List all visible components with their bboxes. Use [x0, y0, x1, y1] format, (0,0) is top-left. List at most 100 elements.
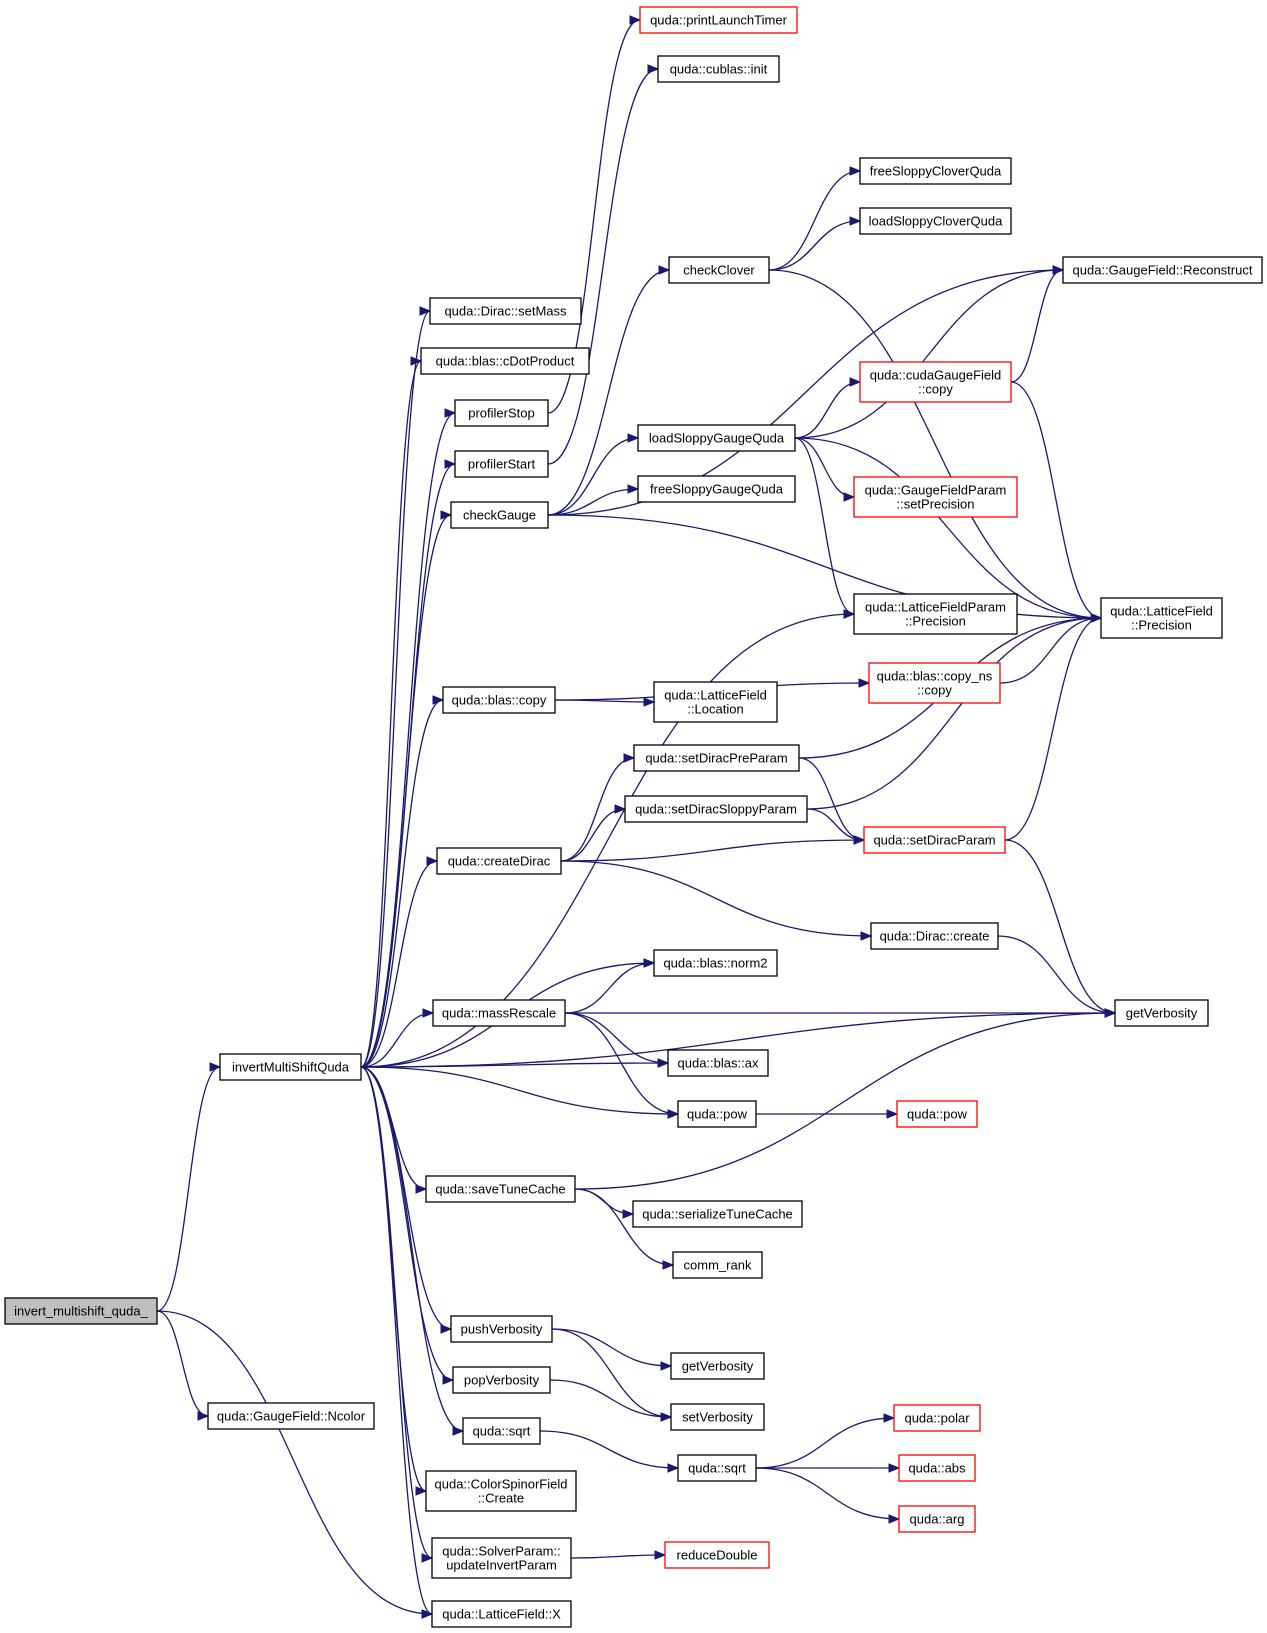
- node-box[interactable]: [431, 1600, 572, 1628]
- node-box[interactable]: [870, 922, 999, 950]
- node-setVerbosity[interactable]: setVerbosity: [670, 1403, 765, 1431]
- node-box[interactable]: [431, 1537, 572, 1579]
- node-csf_create[interactable]: quda::ColorSpinorField::Create: [425, 1470, 577, 1512]
- node-box[interactable]: [462, 1417, 541, 1445]
- node-box[interactable]: [1114, 999, 1209, 1027]
- node-box[interactable]: [653, 949, 778, 977]
- node-checkClover[interactable]: checkClover: [668, 256, 770, 284]
- node-box[interactable]: [452, 1366, 551, 1394]
- node-profilerStart[interactable]: profilerStart: [454, 450, 549, 478]
- node-quda_arg[interactable]: quda::arg: [898, 1505, 976, 1533]
- node-box[interactable]: [859, 207, 1012, 235]
- node-massRescale[interactable]: quda::massRescale: [432, 999, 566, 1027]
- node-freeSloppyClover[interactable]: freeSloppyCloverQuda: [859, 157, 1012, 185]
- node-box[interactable]: [450, 501, 549, 529]
- node-solver_update[interactable]: quda::SolverParam::updateInvertParam: [431, 1537, 572, 1579]
- node-quda_pow[interactable]: quda::pow: [677, 1100, 757, 1128]
- node-cudaGF_copy[interactable]: quda::cudaGaugeField::copy: [859, 361, 1012, 403]
- node-setDiracPreParam[interactable]: quda::setDiracPreParam: [633, 744, 800, 772]
- node-freeSloppyGauge[interactable]: freeSloppyGaugeQuda: [637, 475, 796, 503]
- node-box[interactable]: [1100, 597, 1223, 639]
- node-box[interactable]: [677, 1100, 757, 1128]
- node-box[interactable]: [859, 157, 1012, 185]
- node-box[interactable]: [859, 361, 1012, 403]
- node-box[interactable]: [633, 744, 800, 772]
- node-popVerbosity[interactable]: popVerbosity: [452, 1366, 551, 1394]
- node-box[interactable]: [653, 681, 778, 723]
- node-box[interactable]: [670, 1403, 765, 1431]
- node-box[interactable]: [436, 847, 562, 875]
- node-saveTuneCache[interactable]: quda::saveTuneCache: [425, 1175, 576, 1203]
- node-box[interactable]: [896, 1100, 978, 1128]
- node-invert_multishift[interactable]: invert_multishift_quda_: [4, 1297, 158, 1325]
- node-invertMultiShiftQuda[interactable]: invertMultiShiftQuda: [219, 1053, 362, 1081]
- node-box[interactable]: [1062, 256, 1263, 284]
- node-box[interactable]: [442, 686, 556, 714]
- node-gf_ncolor[interactable]: quda::GaugeField::Ncolor: [207, 1402, 375, 1430]
- node-quda_abs[interactable]: quda::abs: [898, 1454, 976, 1482]
- node-box[interactable]: [624, 795, 808, 823]
- node-createDirac[interactable]: quda::createDirac: [436, 847, 562, 875]
- node-box[interactable]: [664, 1541, 770, 1569]
- node-profilerStop[interactable]: profilerStop: [454, 399, 549, 427]
- node-setDiracParam[interactable]: quda::setDiracParam: [863, 826, 1006, 854]
- node-box[interactable]: [4, 1297, 158, 1325]
- node-quda_sqrt2[interactable]: quda::sqrt: [677, 1454, 757, 1482]
- node-box[interactable]: [677, 1454, 757, 1482]
- node-gfp_setPrecision[interactable]: quda::GaugeFieldParam::setPrecision: [853, 476, 1018, 518]
- node-blas_copy[interactable]: quda::blas::copy: [442, 686, 556, 714]
- node-box[interactable]: [863, 826, 1006, 854]
- node-reduceDouble[interactable]: reduceDouble: [664, 1541, 770, 1569]
- node-loadSloppyClover[interactable]: loadSloppyCloverQuda: [859, 207, 1012, 235]
- node-box[interactable]: [450, 1315, 553, 1343]
- node-quda_polar[interactable]: quda::polar: [893, 1404, 981, 1432]
- node-quda_sqrt[interactable]: quda::sqrt: [462, 1417, 541, 1445]
- node-blas_copy_ns[interactable]: quda::blas::copy_ns::copy: [868, 662, 1001, 704]
- node-box[interactable]: [637, 424, 796, 452]
- node-gf_reconstruct[interactable]: quda::GaugeField::Reconstruct: [1062, 256, 1263, 284]
- node-blas_ax[interactable]: quda::blas::ax: [667, 1049, 769, 1077]
- node-box[interactable]: [632, 1200, 803, 1228]
- node-loadSloppyGauge[interactable]: loadSloppyGaugeQuda: [637, 424, 796, 452]
- node-box[interactable]: [637, 475, 796, 503]
- node-box[interactable]: [668, 256, 770, 284]
- node-lf_location[interactable]: quda::LatticeField::Location: [653, 681, 778, 723]
- node-box[interactable]: [207, 1402, 375, 1430]
- node-pushVerbosity[interactable]: pushVerbosity: [450, 1315, 553, 1343]
- node-serializeTuneCache[interactable]: quda::serializeTuneCache: [632, 1200, 803, 1228]
- node-box[interactable]: [853, 593, 1018, 635]
- node-box[interactable]: [639, 6, 798, 34]
- node-box[interactable]: [429, 297, 582, 325]
- node-lf_precision[interactable]: quda::LatticeField::Precision: [1100, 597, 1223, 639]
- node-box[interactable]: [670, 1352, 765, 1380]
- node-quda_pow2[interactable]: quda::pow: [896, 1100, 978, 1128]
- node-dirac_setMass[interactable]: quda::Dirac::setMass: [429, 297, 582, 325]
- node-printLaunchTimer[interactable]: quda::printLaunchTimer: [639, 6, 798, 34]
- node-box[interactable]: [657, 55, 780, 83]
- node-getVerbosity_r[interactable]: getVerbosity: [1114, 999, 1209, 1027]
- node-box[interactable]: [667, 1049, 769, 1077]
- node-comm_rank[interactable]: comm_rank: [672, 1251, 763, 1279]
- node-box[interactable]: [672, 1251, 763, 1279]
- node-box[interactable]: [868, 662, 1001, 704]
- node-box[interactable]: [454, 450, 549, 478]
- node-blas_norm2[interactable]: quda::blas::norm2: [653, 949, 778, 977]
- node-box[interactable]: [454, 399, 549, 427]
- node-box[interactable]: [420, 347, 590, 375]
- node-setDiracSloppyParam[interactable]: quda::setDiracSloppyParam: [624, 795, 808, 823]
- node-box[interactable]: [853, 476, 1018, 518]
- node-box[interactable]: [432, 999, 566, 1027]
- node-lf_x[interactable]: quda::LatticeField::X: [431, 1600, 572, 1628]
- node-box[interactable]: [219, 1053, 362, 1081]
- node-cublas_init[interactable]: quda::cublas::init: [657, 55, 780, 83]
- node-lfp_precision[interactable]: quda::LatticeFieldParam::Precision: [853, 593, 1018, 635]
- node-box[interactable]: [898, 1505, 976, 1533]
- node-checkGauge[interactable]: checkGauge: [450, 501, 549, 529]
- node-blas_cDotProduct[interactable]: quda::blas::cDotProduct: [420, 347, 590, 375]
- node-dirac_create[interactable]: quda::Dirac::create: [870, 922, 999, 950]
- node-box[interactable]: [425, 1470, 577, 1512]
- node-box[interactable]: [425, 1175, 576, 1203]
- node-box[interactable]: [898, 1454, 976, 1482]
- node-getVerbosity_m[interactable]: getVerbosity: [670, 1352, 765, 1380]
- node-box[interactable]: [893, 1404, 981, 1432]
